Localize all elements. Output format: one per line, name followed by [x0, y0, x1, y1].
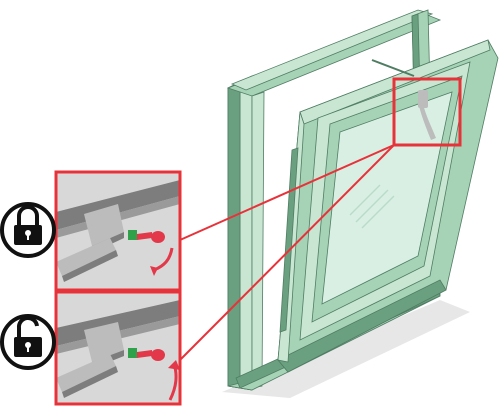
padlock-open-icon: [0, 314, 56, 370]
detail-unlocked: [54, 290, 182, 406]
sash-stay-arm: [371, 59, 415, 77]
padlock-closed-icon: [0, 202, 56, 258]
callout-connector-bottom: [179, 144, 395, 361]
window-handle: [418, 90, 436, 140]
callout-connector-top: [179, 144, 395, 241]
detail-locked: [54, 170, 182, 292]
handle-callout-box: [392, 77, 462, 147]
